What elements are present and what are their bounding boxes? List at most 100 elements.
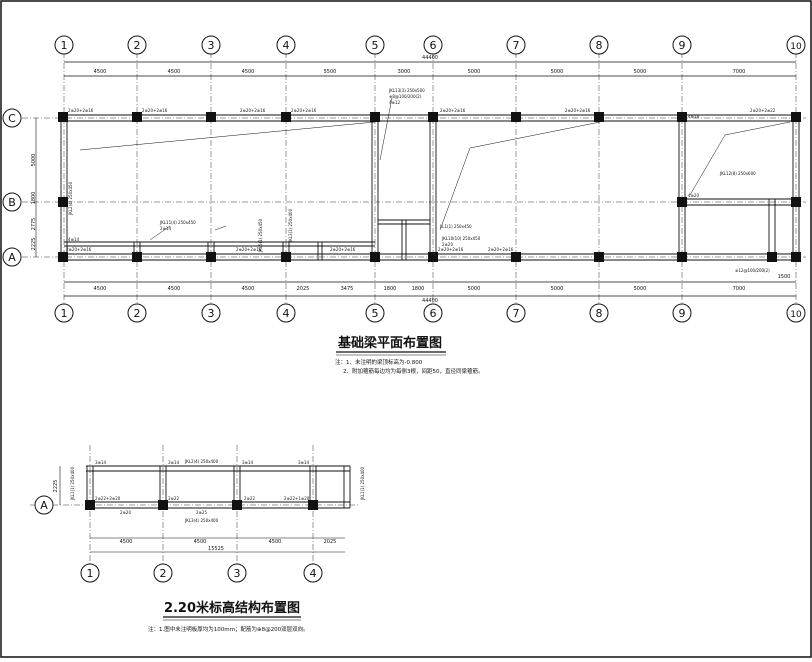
rebar-label: 2⊕20+2⊕16 xyxy=(240,108,266,113)
sub-rebar-label: 3⊕22 xyxy=(168,496,179,501)
rebar-label: 2⊕20+2⊕16 xyxy=(330,247,356,252)
sub-beam-label: JKL3(4) 250x400 xyxy=(184,518,219,523)
axis-bubble xyxy=(365,35,385,55)
axis-bubble xyxy=(589,303,609,323)
sub-left-dim: 2225 xyxy=(53,480,59,493)
rebar-label: 2⊕20+2⊕22 xyxy=(750,108,776,113)
rebar-labels-bottom: 2⊕20+2⊕16 2⊕20+2⊕16 2⊕20+2⊕16 2⊕20+2⊕16 … xyxy=(66,247,514,252)
axis-label: 7 xyxy=(513,39,520,52)
sub-beam-labels: JKL2(4) 250x400 JKL3(4) 250x400 JKL1(1) … xyxy=(70,459,365,523)
left-dim: 2225 xyxy=(31,238,37,251)
axis-label: 5 xyxy=(372,307,379,320)
beam-label: JKL3(1) 250x400 xyxy=(288,208,293,243)
main-plan-note-1: 注：1、未注明的梁顶标高为-0.800 xyxy=(335,358,423,366)
axis-label: A xyxy=(8,251,16,264)
axis-bubble xyxy=(786,35,806,55)
misc-label: ⊕8@100/200(2) xyxy=(389,94,422,99)
misc-label: 4⊕14 xyxy=(68,237,79,242)
bottom-span: 5000 xyxy=(551,286,564,292)
sub-total-dim: 15525 xyxy=(208,546,224,552)
axis-labels-left: C B A xyxy=(8,112,16,264)
right-dim: 1500 xyxy=(778,274,791,280)
axis-label: C xyxy=(8,112,16,125)
axis-bubble xyxy=(201,303,221,323)
sub-rebar-labels: 3⊕14 3⊕14 3⊕14 3⊕14 2⊕22+2⊕20 3⊕22 2⊕22 … xyxy=(95,460,310,515)
beam-label: JKL2(4) 250x450 xyxy=(68,181,73,216)
axis-bubble xyxy=(227,563,247,583)
beam-label: JKL10(10) 250x450 xyxy=(441,236,481,241)
beam-label: JKL5(1) 250x450 xyxy=(258,218,263,253)
axis-label: 9 xyxy=(679,39,686,52)
axis-label: 1 xyxy=(61,39,68,52)
bottom-span: 4500 xyxy=(242,286,255,292)
rebar-labels-top: 2⊕20+2⊕16 2⊕20+2⊕16 2⊕20+2⊕16 2⊕20+2⊕16 … xyxy=(68,108,776,113)
sub-rebar-label: 2⊕22+1⊕20 xyxy=(284,496,310,501)
leader-lines xyxy=(79,97,791,241)
axis-bubble xyxy=(672,35,692,55)
axis-label: 3 xyxy=(208,39,215,52)
misc-label: 4⊕12 xyxy=(389,100,400,105)
sub-rebar-label: 3⊕14 xyxy=(95,460,106,465)
bottom-span: 5000 xyxy=(468,286,481,292)
axis-bubble xyxy=(672,303,692,323)
sub-rebar-label: 3⊕14 xyxy=(242,460,253,465)
axis-bubble xyxy=(2,108,22,128)
axis-label: 3 xyxy=(208,307,215,320)
axis-bubble xyxy=(80,563,100,583)
top-span: 4500 xyxy=(242,69,255,75)
axis-bubble xyxy=(423,303,443,323)
left-dim: 2775 xyxy=(31,218,37,231)
axis-label: 10 xyxy=(790,310,802,320)
axis-bubble xyxy=(365,303,385,323)
top-span: 3000 xyxy=(398,69,411,75)
axis-label: 7 xyxy=(513,307,520,320)
misc-label: 4⊕20 xyxy=(688,193,699,198)
axis-bubble xyxy=(589,35,609,55)
sub-rebar-label: 2⊕22+2⊕20 xyxy=(95,496,121,501)
axis-bubble xyxy=(201,35,221,55)
bottom-span-labels: 4500 4500 4500 2025 3475 1800 1800 5000 … xyxy=(94,286,746,292)
top-span: 7000 xyxy=(733,69,746,75)
top-span-labels: 4500 4500 4500 5500 3000 5000 5000 5000 … xyxy=(94,69,746,75)
rebar-label: 2⊕20+2⊕16 xyxy=(142,108,168,113)
bottom-span: 7000 xyxy=(733,286,746,292)
sub-rebar-label: 3⊕14 xyxy=(168,460,179,465)
bottom-span: 5000 xyxy=(634,286,647,292)
sub-plan-note: 注：1.图中未注明板厚均为100mm；配筋为⊕8@200双层双向。 xyxy=(148,625,309,633)
beam-label: JKL12(8) 250x600 xyxy=(719,171,756,176)
axis-label: 1 xyxy=(87,567,94,580)
axis-bubble xyxy=(127,303,147,323)
axis-label: 2 xyxy=(134,39,141,52)
misc-labels: ⊕8@100/200(2) 4⊕12 2⊕20 4⊕14 4⊕20 2⊕14 ⊕… xyxy=(68,94,770,273)
left-dim: 5000 xyxy=(31,154,37,167)
axis-label: 6 xyxy=(430,39,437,52)
beam-label: JKL11(4) 250x450 xyxy=(159,220,196,225)
top-span: 5000 xyxy=(551,69,564,75)
axis-bubble xyxy=(54,303,74,323)
sub-plan-title: 2.20米标高结构布置图 xyxy=(164,600,300,616)
top-span: 5000 xyxy=(634,69,647,75)
sub-span: 4500 xyxy=(120,539,133,545)
axis-bubbles-bottom xyxy=(54,303,806,323)
main-plan-title: 基础梁平面布置图 xyxy=(337,335,442,351)
top-span: 5500 xyxy=(324,69,337,75)
axis-bubble xyxy=(276,35,296,55)
axis-labels-bottom: 1 2 3 4 5 6 7 8 9 10 xyxy=(61,307,802,320)
axis-bubble xyxy=(2,247,22,267)
main-plan-note-2: 2、附加箍筋每边均为每侧3根，间距50，直径同梁箍筋。 xyxy=(343,367,484,375)
top-span: 4500 xyxy=(94,69,107,75)
misc-label: 2⊕14 xyxy=(160,226,171,231)
top-span: 5000 xyxy=(468,69,481,75)
axis-label: 5 xyxy=(372,39,379,52)
sub-rebar-label: 2⊕25 xyxy=(196,510,207,515)
axis-bubble xyxy=(423,35,443,55)
total-dim-bottom: 44400 xyxy=(422,298,438,304)
axis-label: 8 xyxy=(596,307,603,320)
axis-label: 4 xyxy=(310,567,317,580)
bottom-span: 2025 xyxy=(297,286,310,292)
axis-label: 6 xyxy=(430,307,437,320)
rebar-label: 2⊕20+2⊕16 xyxy=(66,247,92,252)
